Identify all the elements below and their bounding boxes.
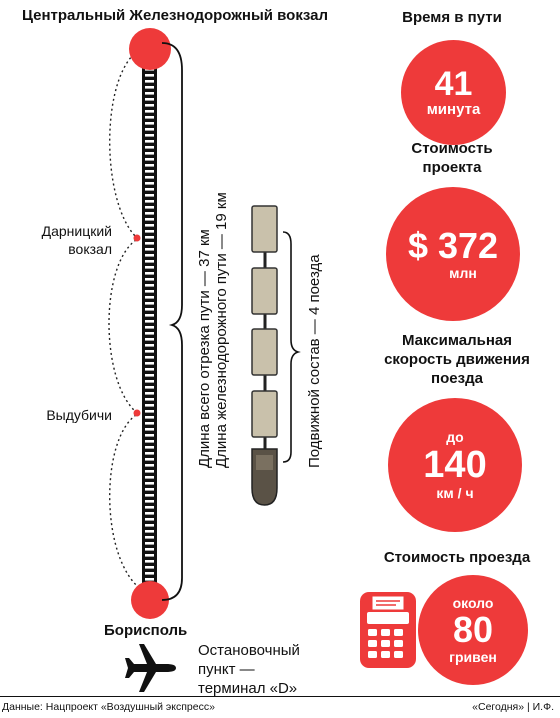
train-car-1 <box>251 205 278 253</box>
station-dot-boryspil <box>131 581 169 619</box>
distance-label: Длина всего отрезка пути — 37 км Длина ж… <box>196 192 230 468</box>
travel-time-badge: 41 минута <box>401 40 506 145</box>
rolling-stock-brace <box>282 231 301 463</box>
rolling-stock-label: Подвижной состав — 4 поезда <box>306 254 323 468</box>
terminal-stop-label: Остановочный пункт — терминал «D» <box>198 642 300 697</box>
station-dot-darnytsia <box>133 234 141 242</box>
dotted-branch-middle <box>108 239 137 413</box>
station-label-darnytsia: Дарницкий вокзал <box>41 223 112 257</box>
route-title: Центральный Железнодорожный вокзал <box>22 7 328 24</box>
train-car-2 <box>251 267 278 315</box>
dotted-branch-top <box>109 47 143 238</box>
footer: Данные: Нацпроект «Воздушный экспресс» «… <box>0 696 560 713</box>
project-cost-heading: Стоимость проекта <box>411 140 493 176</box>
airplane-icon <box>125 644 176 692</box>
station-dot-central <box>129 28 171 70</box>
fare-badge: около 80 гривен <box>418 575 528 685</box>
track-ties <box>145 68 154 587</box>
project-cost-badge: $ 372 млн <box>386 187 520 321</box>
station-dot-vydubychi <box>133 409 141 417</box>
max-speed-heading: Максимальная скорость движения поезда <box>384 332 530 387</box>
distance-brace <box>161 42 183 601</box>
station-label-vydubychi: Выдубичи <box>46 407 112 423</box>
dotted-branch-bottom <box>109 414 143 591</box>
route-diagram <box>108 28 301 692</box>
fare-heading: Стоимость проезда <box>383 549 531 566</box>
max-speed-badge: до 140 км / ч <box>388 398 522 532</box>
train-car-3 <box>251 328 278 376</box>
credit-note: «Сегодня» | И.Ф. <box>472 701 554 713</box>
source-note: Данные: Нацпроект «Воздушный экспресс» <box>2 701 215 713</box>
end-station-label: Борисполь <box>104 622 188 639</box>
train-car-4 <box>251 390 278 438</box>
train-illustration <box>251 205 278 506</box>
travel-time-heading: Время в пути <box>402 9 502 26</box>
cash-register-icon <box>360 592 416 668</box>
